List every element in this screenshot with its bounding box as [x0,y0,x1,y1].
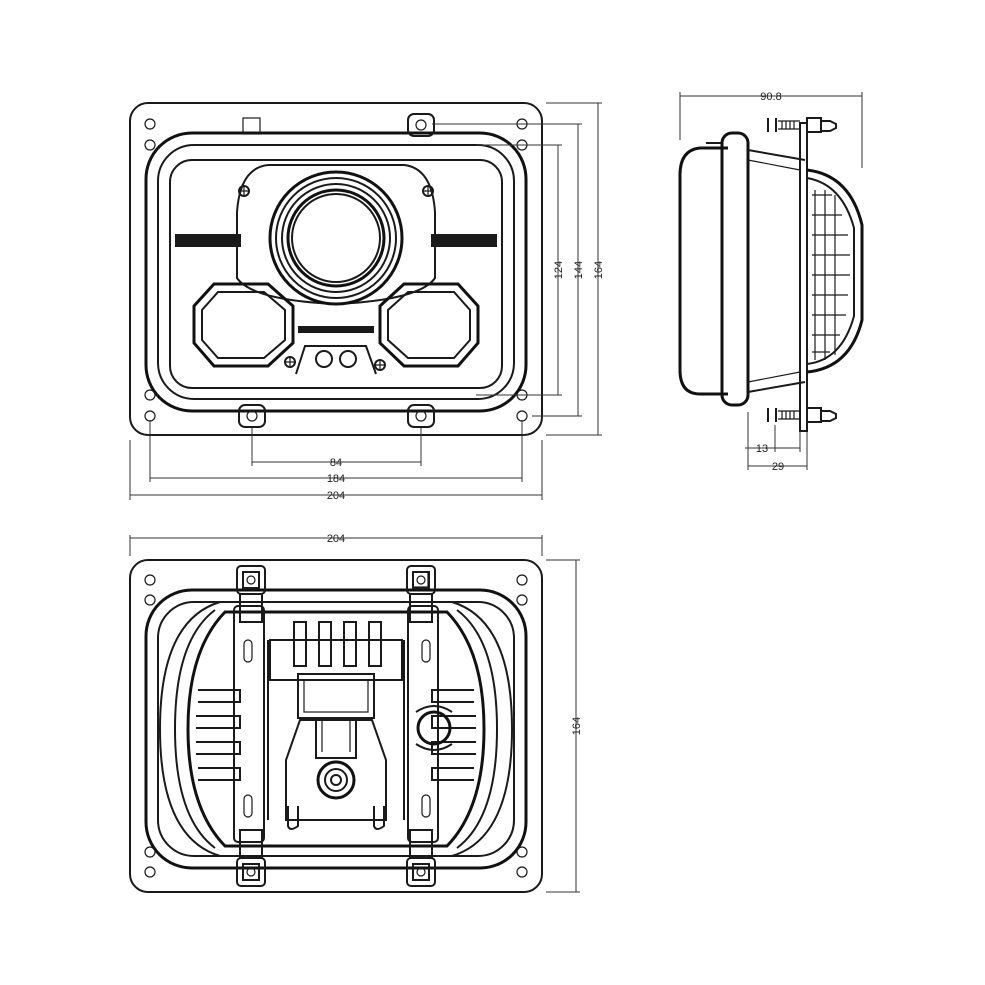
dim-width-holes-label: 184 [327,473,345,485]
front-housing-inner [157,144,515,400]
dim-width-outer-label: 204 [327,490,345,502]
side-lens [678,146,728,396]
rear-breather-valve [416,710,452,746]
front-adjust-bosses [238,113,435,428]
rear-dim-height-label: 164 [571,717,583,735]
rear-mount-brackets [236,565,436,887]
dim-width-mount-label: 84 [330,457,342,469]
front-housing-outer [144,131,528,413]
front-view [129,102,543,436]
rear-housing-outer [144,588,528,870]
dim-mount-offset-label: 13 [756,443,768,455]
rear-view [129,559,543,893]
rear-heatsink-fins [196,640,476,820]
low-beam-left [192,282,295,368]
side-flange [799,122,808,432]
side-view [678,117,864,432]
rear-dim-width-label: 204 [327,533,345,545]
drl-bar-left [175,234,241,247]
rear-mounting-plate [129,559,543,893]
drl-bar-right [431,234,497,247]
low-beam-right [378,282,480,368]
front-mounting-plate [129,102,543,436]
dim-depth-label: 90.8 [760,91,781,103]
side-dimensions [679,92,863,470]
rear-dimensions [129,535,580,893]
dim-height-lens-label: 124 [553,261,565,279]
rear-cable-gland [316,760,356,800]
rear-heatsink [186,610,486,848]
projector-lens [236,164,436,306]
side-heatsink [806,168,864,374]
projector-screws [238,185,434,371]
dim-height-holes-label: 144 [573,261,585,279]
dim-height-outer-label: 164 [593,261,605,279]
rear-corner-holes [144,574,528,878]
front-dimensions [129,102,602,500]
side-bezel [720,131,750,407]
front-lens-outline [169,159,503,389]
rear-driver-label [297,673,375,719]
dim-flange-depth-label: 29 [772,461,784,473]
side-mount-studs [767,117,837,423]
